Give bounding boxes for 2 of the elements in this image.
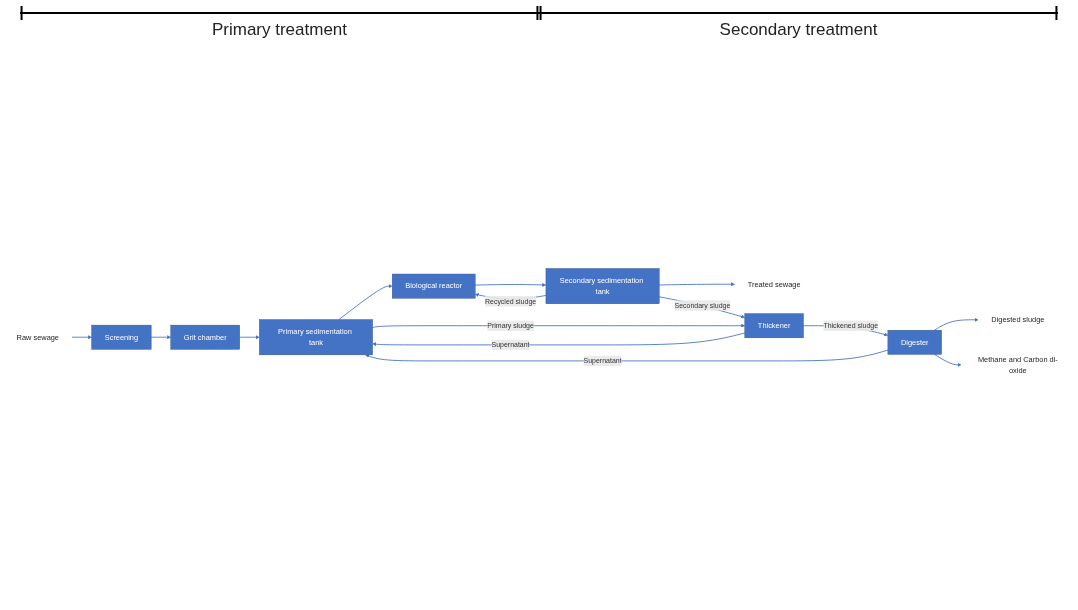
phase-label: Primary treatment bbox=[211, 20, 348, 40]
phase-label: Secondary treatment bbox=[719, 20, 878, 40]
